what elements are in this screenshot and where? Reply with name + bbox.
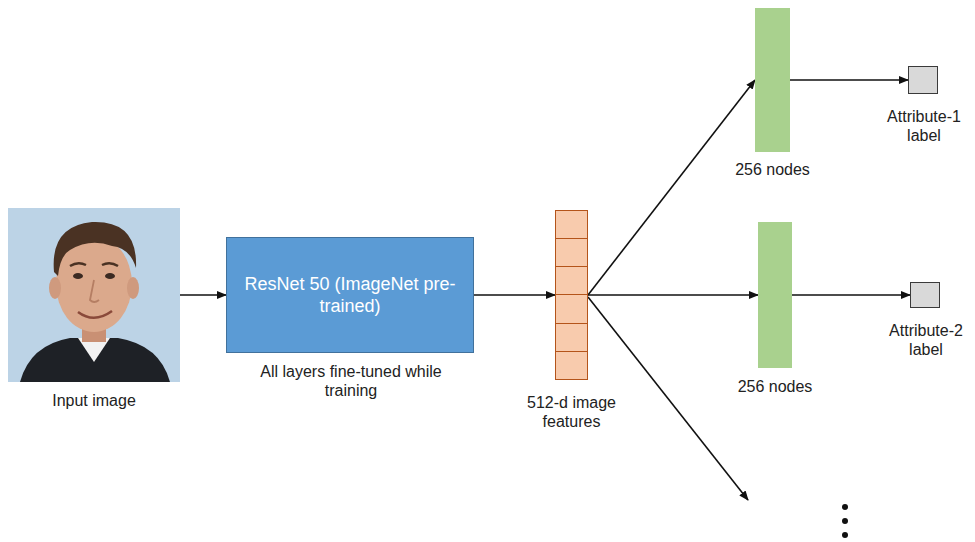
dense-layer: 256 nodes (758, 222, 792, 368)
caption-label: Input image (24, 391, 164, 410)
feature-cell (555, 294, 588, 323)
caption-label: All layers fine-tuned while training (251, 362, 451, 400)
output-box: Attribute-1 label (908, 66, 938, 94)
eye (73, 273, 83, 279)
box-content: ResNet 50 (ImageNet pre-trained) (227, 238, 473, 352)
ear (49, 277, 61, 299)
feature-vector: 512-d image features (555, 210, 588, 380)
suit (20, 338, 170, 382)
eyebrow (70, 263, 86, 266)
box-label: ResNet 50 (ImageNet pre-trained) (237, 273, 463, 318)
arrow-connector (588, 80, 755, 295)
dense-layer: 256 nodes (755, 8, 790, 152)
arrow-connector (180, 294, 226, 296)
caption-label: 256 nodes (723, 160, 823, 179)
continuation-dot (842, 504, 848, 510)
feature-cell (555, 323, 588, 352)
ear (127, 277, 139, 299)
smile (78, 311, 112, 318)
feature-cell (555, 266, 588, 295)
caption-label: Attribute-2 label (880, 321, 972, 359)
face-photo (8, 208, 180, 382)
feature-cell (555, 351, 588, 380)
output-box: Attribute-2 label (910, 282, 940, 308)
arrow-connector (792, 294, 910, 296)
process-box: ResNet 50 (ImageNet pre-trained)All laye… (226, 237, 474, 353)
arrow-connector (474, 294, 555, 296)
caption-label: Attribute-1 label (878, 107, 970, 145)
caption-label: 512-d image features (511, 393, 633, 431)
photo-background (8, 208, 180, 382)
caption-label: 256 nodes (725, 377, 825, 396)
arrow-connector (588, 294, 758, 296)
eye (105, 273, 115, 279)
feature-cell (555, 210, 588, 239)
arrow-connector (790, 79, 908, 81)
eyebrow (102, 263, 118, 266)
feature-cell (555, 238, 588, 267)
nose (90, 280, 99, 302)
image-node: Input image (8, 208, 180, 382)
continuation-dot (842, 518, 848, 524)
hair (54, 222, 136, 276)
continuation-dot (842, 532, 848, 538)
